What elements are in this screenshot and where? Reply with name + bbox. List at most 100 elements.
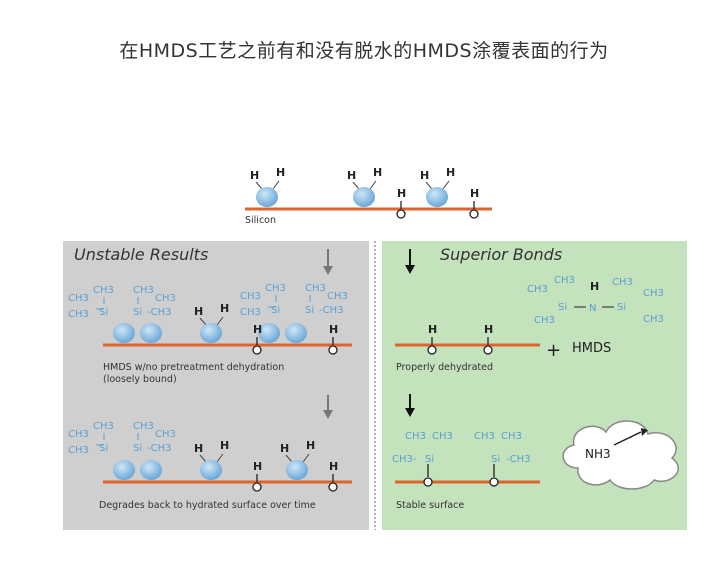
hydrogen-label: H: [590, 280, 599, 293]
hydrogen-label: H: [484, 323, 493, 336]
oxygen-atom: [252, 345, 262, 355]
ch3-label: CH3: [265, 283, 286, 294]
page-title: 在HMDS工艺之前有和没有脱水的HMDS涂覆表面的行为: [119, 40, 609, 62]
ch3-label: CH3: [327, 291, 348, 302]
silicon-label: Silicon: [245, 215, 276, 226]
bond-line: [199, 454, 207, 463]
bond-line: [216, 316, 224, 326]
ch3-label: CH3: [240, 291, 261, 302]
ch3-label: -CH3: [506, 454, 530, 465]
down-arrow-right-top: [405, 249, 415, 274]
bond-line: [369, 180, 377, 190]
silicon-atom: [258, 323, 280, 343]
ch3-label: CH3: [155, 429, 176, 440]
ch3-label: CH3: [155, 293, 176, 304]
oxygen-atom: [469, 209, 479, 219]
hydrogen-label: H: [347, 169, 356, 182]
silicon-atom: [353, 187, 375, 207]
hydrogen-label: H: [253, 460, 262, 473]
left-caption-3: Degrades back to hydrated surface over t…: [99, 500, 316, 511]
bond-line: [272, 180, 280, 190]
silicon-atom: [286, 460, 308, 480]
down-arrow-left-top: [323, 249, 333, 275]
hmds-label: HMDS: [572, 341, 611, 356]
hydrogen-label: H: [253, 323, 262, 336]
ch3-label: CH3: [527, 284, 548, 295]
bond-line: [352, 181, 360, 190]
hydrogen-label: H: [220, 439, 229, 452]
ch3-label: -CH3: [147, 443, 171, 454]
ch3-label: CH3: [133, 421, 154, 432]
right-heading: Superior Bonds: [440, 245, 562, 264]
si-label: Si: [133, 307, 142, 318]
bond-line: [442, 180, 450, 190]
left-caption-2: (loosely bound): [103, 374, 177, 385]
ch3-label: CH3: [534, 315, 555, 326]
si-label: Si: [558, 302, 567, 313]
ch3-label: CH3: [93, 421, 114, 432]
silicon-atom: [113, 460, 135, 480]
down-arrow-left-mid: [323, 395, 333, 419]
silicon-atom: [256, 187, 278, 207]
ch3-label: CH3: [432, 431, 453, 442]
silicon-atom: [140, 323, 162, 343]
ch3-label: CH3: [474, 431, 495, 442]
n-label: N: [589, 303, 596, 314]
hydrogen-label: H: [276, 166, 285, 179]
oxygen-atom: [489, 477, 499, 487]
bond-line: [199, 317, 207, 326]
hydrogen-label: H: [428, 323, 437, 336]
ch3-label: CH3: [133, 285, 154, 296]
nh3-cloud: [562, 420, 679, 490]
hydrogen-label: H: [250, 169, 259, 182]
bond-line: [285, 454, 293, 463]
hydrogen-label: H: [373, 166, 382, 179]
si-label: Si: [99, 307, 108, 318]
si-label: Si: [133, 443, 142, 454]
ch3-label: CH3: [93, 285, 114, 296]
right-caption-2: Stable surface: [396, 500, 464, 511]
oxygen-atom: [396, 209, 406, 219]
bond-line: [255, 181, 263, 190]
hydrogen-label: H: [194, 305, 203, 318]
ch3-label: CH3: [68, 293, 89, 304]
bond-line: [216, 453, 224, 463]
silicon-atom: [200, 460, 222, 480]
hydrogen-label: H: [470, 187, 479, 200]
hydrogen-label: H: [220, 302, 229, 315]
hydrogen-label: H: [329, 460, 338, 473]
silicon-atom: [426, 187, 448, 207]
ch3-label: CH3: [612, 277, 633, 288]
silicon-atom: [200, 323, 222, 343]
silicon-atom: [113, 323, 135, 343]
ch3-label: -CH3: [319, 305, 343, 316]
ch3-label: CH3-: [392, 454, 417, 465]
hydrogen-label: H: [329, 323, 338, 336]
bond-line: [302, 453, 310, 463]
oxygen-atom: [328, 482, 338, 492]
ch3-label: CH3: [68, 445, 89, 456]
silicon-atom: [140, 460, 162, 480]
right-caption-1: Properly dehydrated: [396, 362, 493, 373]
hydrogen-label: H: [306, 439, 315, 452]
ch3-label: CH3: [405, 431, 426, 442]
bond-line: [425, 181, 433, 190]
hydrogen-label: H: [194, 442, 203, 455]
ch3-label: -CH3: [147, 307, 171, 318]
hydrogen-label: H: [280, 442, 289, 455]
oxygen-atom: [252, 482, 262, 492]
oxygen-atom: [423, 477, 433, 487]
ch3-label: CH3: [68, 309, 89, 320]
nh3-label: NH3: [585, 447, 611, 461]
ch3-label: CH3: [305, 283, 326, 294]
down-arrow-right-mid: [405, 394, 415, 417]
plus-sign: +: [546, 340, 561, 361]
si-label: Si: [305, 305, 314, 316]
ch3-label: CH3: [501, 431, 522, 442]
ch3-label: CH3: [554, 275, 575, 286]
si-label: Si: [425, 454, 434, 465]
ch3-label: CH3: [240, 307, 261, 318]
si-label: Si: [271, 305, 280, 316]
oxygen-atom: [427, 345, 437, 355]
